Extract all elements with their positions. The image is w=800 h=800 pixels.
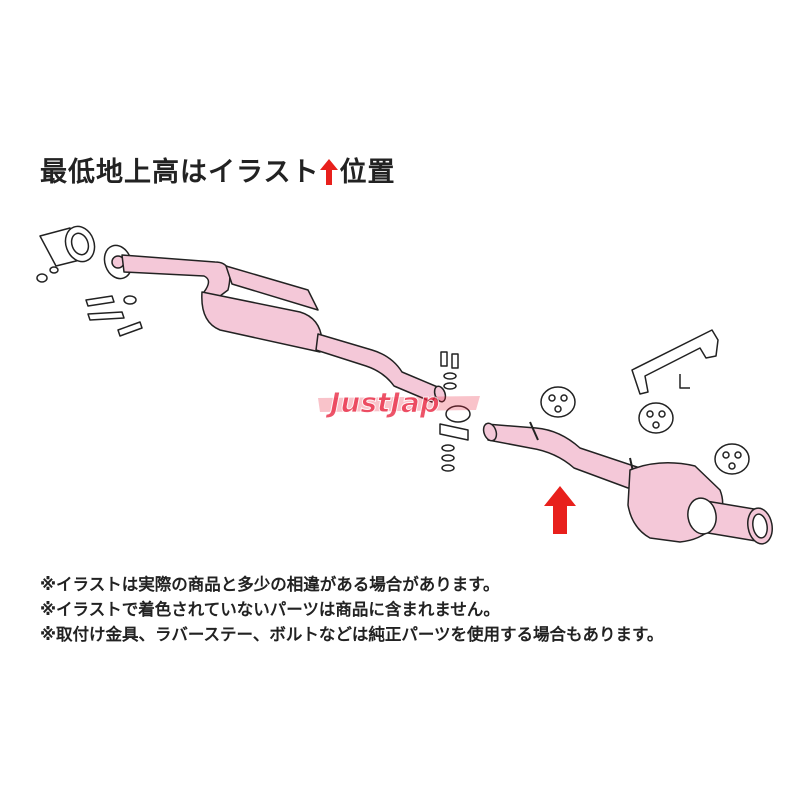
page-title: 最低地上高はイラスト位置 <box>40 150 395 192</box>
watermark-text: JustJap <box>325 386 440 419</box>
watermark-logo: JustJap <box>318 386 480 420</box>
joint-clamp <box>439 405 471 441</box>
mid-pipe-end <box>433 385 447 403</box>
disclaimer-note: ※イラストで着色されていないパーツは商品に含まれません。 <box>40 600 500 619</box>
title-text-before: 最低地上高はイラスト <box>40 157 320 188</box>
title-text-after: 位置 <box>339 157 396 188</box>
bolt-set-front <box>36 266 143 337</box>
mid-pipe <box>315 333 441 403</box>
stock-pipe-section <box>39 225 96 267</box>
rubber-hanger-2 <box>638 402 674 434</box>
up-arrow-icon <box>320 159 339 192</box>
disclaimer-notes: ※イラストは実際の商品と多少の相違がある場合があります。 ※イラストで着色されて… <box>40 572 663 647</box>
hanger-bracket <box>631 329 719 395</box>
bolt-set-center <box>440 351 459 472</box>
disclaimer-note: ※取付け金具、ラバーステー、ボルトなどは純正パーツを使用する場合もあります。 <box>40 625 664 644</box>
rear-hanger-rod <box>529 421 539 441</box>
disclaimer-note: ※イラストは実際の商品と多少の相違がある場合があります。 <box>40 575 500 594</box>
rear-pipe-inlet <box>482 422 498 442</box>
rear-pipe <box>485 423 649 489</box>
rear-muffler <box>627 462 773 545</box>
rubber-hanger-3 <box>714 443 750 475</box>
clearance-up-arrow-icon <box>544 486 576 534</box>
rubber-hanger-1 <box>540 386 576 418</box>
